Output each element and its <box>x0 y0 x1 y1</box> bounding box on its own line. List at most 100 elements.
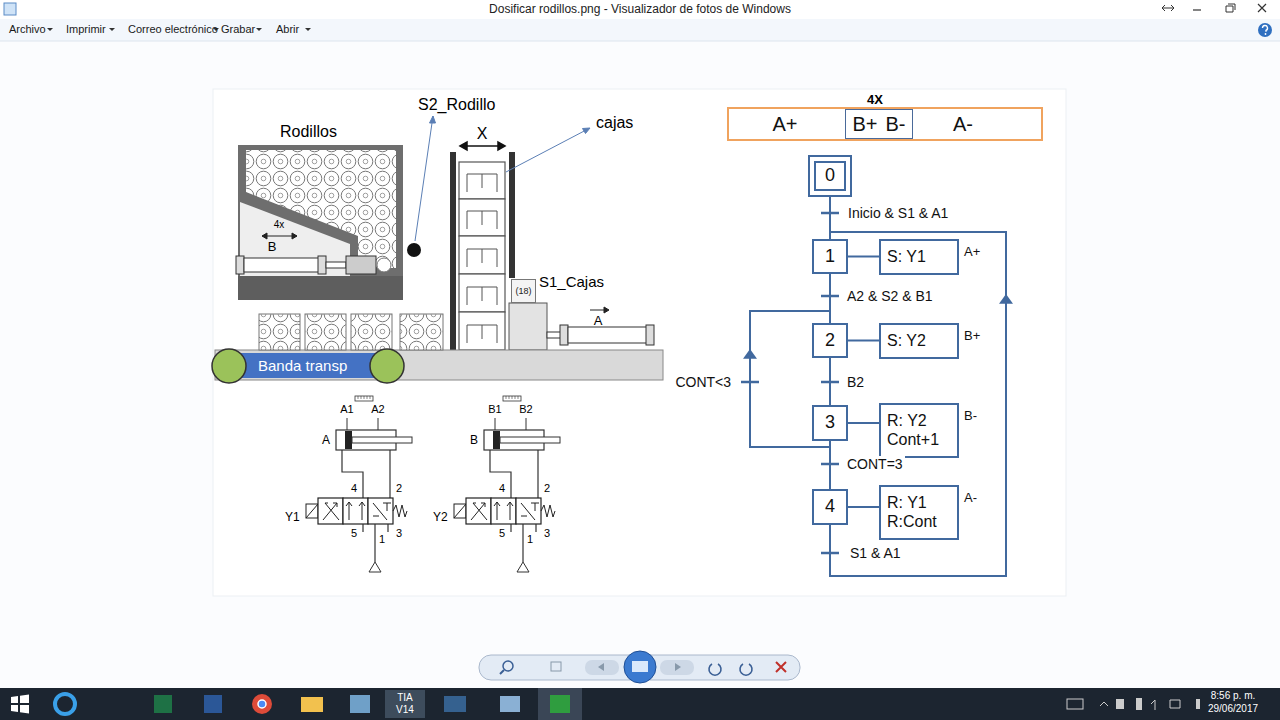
sensor-label: S1_Cajas <box>539 273 604 291</box>
sensor-label: B1 <box>488 403 501 416</box>
arrow-head <box>999 294 1013 304</box>
dimension-a <box>590 307 609 313</box>
cylinder-label: A <box>322 433 330 447</box>
step-number: 3 <box>825 412 835 434</box>
dimension-label: X <box>477 124 488 143</box>
transition-condition: S1 & A1 <box>848 545 903 562</box>
transition-condition: A2 & S2 & B1 <box>845 288 935 305</box>
roller-hopper <box>238 145 403 300</box>
port-number: 3 <box>544 527 550 540</box>
control-icons <box>500 651 786 683</box>
grafcet-step: 4 <box>812 489 848 525</box>
app-icon <box>4 3 16 15</box>
close-button <box>1258 4 1266 12</box>
action-text: R: Y1 R:Cont <box>881 487 957 537</box>
port-number: 1 <box>527 533 533 546</box>
port-number: 2 <box>396 482 402 495</box>
sequence-table: A+ A- B+B- <box>727 107 1043 141</box>
menu-item: Imprimir <box>66 23 106 36</box>
port-number: 3 <box>396 527 402 540</box>
sequence-step: A+ <box>772 112 797 136</box>
sensor-s2 <box>407 243 421 257</box>
port-number: 1 <box>379 533 385 546</box>
solenoid-label: Y1 <box>285 510 300 524</box>
cylinder-label: B <box>470 433 478 447</box>
restore-button <box>1226 4 1235 12</box>
clock-date: 29/06/2017 <box>1208 703 1258 715</box>
part-label: Rodillos <box>280 122 337 141</box>
connector <box>848 340 879 342</box>
leader-s2 <box>415 116 436 241</box>
band-label: Banda transp <box>258 357 347 375</box>
minimize-button <box>1193 9 1201 10</box>
pneumatic-circuit-b <box>454 396 560 572</box>
step-number: 0 <box>825 165 835 187</box>
help-icon <box>1258 23 1272 37</box>
port-number: 4 <box>499 482 505 495</box>
dimension-x <box>460 142 505 150</box>
conveyor-band: Banda transp <box>228 353 388 378</box>
app-label: V14 <box>396 704 414 716</box>
transition-bar <box>821 463 839 466</box>
repeat-count: 4X <box>867 92 883 108</box>
sensor-label: A2 <box>371 403 384 416</box>
sensor-label: S2_Rodillo <box>418 95 495 114</box>
sensor-label: B2 <box>519 403 532 416</box>
arrow-head <box>743 349 757 359</box>
port-number: 5 <box>499 527 505 540</box>
cylinder-b-drawing <box>236 256 391 274</box>
cylinder-label: B <box>268 239 277 255</box>
action-text: S: Y1 <box>881 241 957 272</box>
action-box: S: Y1A+ <box>879 239 959 275</box>
action-text: R: Y2 Cont+1 <box>881 405 957 455</box>
transition-condition: CONT=3 <box>845 456 905 473</box>
grafcet-step: 3 <box>812 405 848 441</box>
dimension-4x <box>262 233 297 239</box>
sensor-label: A1 <box>340 403 353 416</box>
menu-item: Correo electrónico <box>128 23 218 36</box>
port-number: 2 <box>544 482 550 495</box>
movement-label: A+ <box>964 244 980 260</box>
transition-condition: CONT<3 <box>673 374 733 391</box>
title-bar <box>0 0 1280 19</box>
connector <box>848 422 879 424</box>
image-area <box>213 89 1066 596</box>
port-number: 4 <box>351 482 357 495</box>
sequence-step: A- <box>953 112 973 136</box>
initial-step: 0 <box>808 155 852 197</box>
repeat-box: B+B- <box>845 109 913 139</box>
sensor-number: (18) <box>515 286 531 297</box>
resize-icon <box>1162 5 1174 11</box>
transition-bar <box>821 552 839 555</box>
movement-label: B- <box>964 408 977 424</box>
connector <box>848 506 879 508</box>
step-number: 2 <box>825 330 835 352</box>
action-box: R: Y2 Cont+1B- <box>879 403 959 458</box>
movement-label: B+ <box>964 328 980 344</box>
rollers-on-belt <box>259 314 443 350</box>
port-number: 5 <box>351 527 357 540</box>
sequence-step: B+ <box>852 112 877 136</box>
clock-time: 8:56 p. m. <box>1211 690 1255 702</box>
taskbar <box>0 688 1280 720</box>
part-label: cajas <box>596 113 633 132</box>
box-magazine <box>450 152 515 350</box>
pulley <box>212 349 246 383</box>
dimension-label: 4x <box>274 219 285 231</box>
pusher-a <box>509 303 654 350</box>
menu-item: Grabar <box>221 23 255 36</box>
action-box: R: Y1 R:ContA- <box>879 485 959 540</box>
connector <box>848 256 879 258</box>
menu-item: Archivo <box>9 23 46 36</box>
cylinder-label: A <box>594 313 603 329</box>
movement-label: A- <box>964 490 977 506</box>
leader-cajas <box>506 128 590 172</box>
sensor-box: (18) <box>511 279 536 303</box>
menu-border <box>0 41 1280 42</box>
solenoid-label: Y2 <box>433 510 448 524</box>
grafcet-step: 1 <box>812 239 848 274</box>
